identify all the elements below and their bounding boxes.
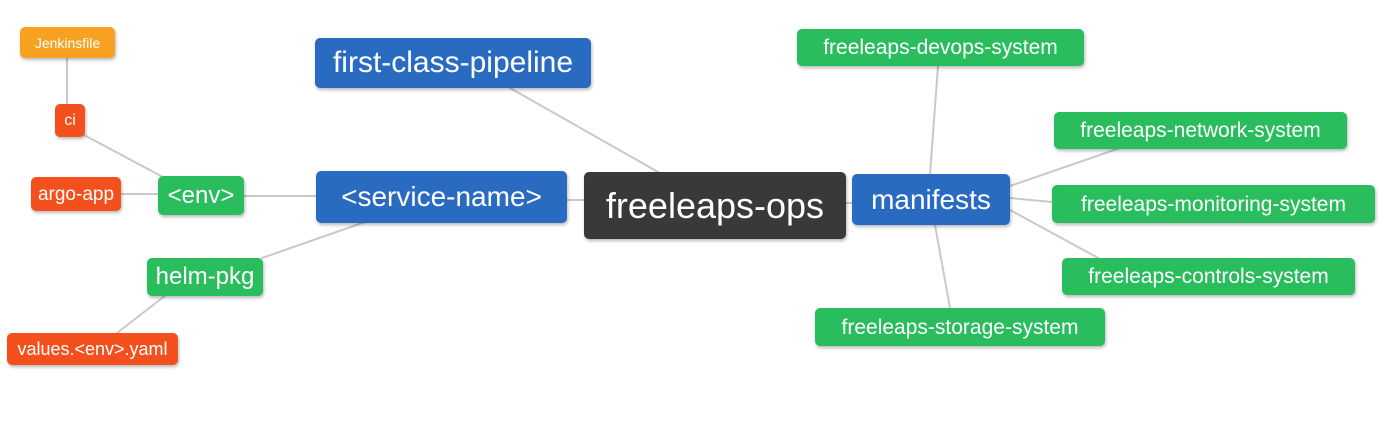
node-freeleaps-ops[interactable]: freeleaps-ops <box>584 172 846 239</box>
node-first-class-pipeline[interactable]: first-class-pipeline <box>315 38 591 88</box>
node-env[interactable]: <env> <box>158 176 244 215</box>
edge-manifests-to-freeleaps-monitoring-system <box>1009 197 1053 203</box>
node-argo-app[interactable]: argo-app <box>31 177 121 211</box>
edge-manifests-to-freeleaps-devops-system <box>929 65 939 175</box>
edge-helm-pkg-to-values-env-yaml <box>116 294 167 334</box>
node-freeleaps-network-system[interactable]: freeleaps-network-system <box>1054 112 1347 149</box>
node-freeleaps-monitoring-system[interactable]: freeleaps-monitoring-system <box>1052 185 1375 223</box>
edge-ci-to-env <box>81 133 164 178</box>
edge-first-class-pipeline-to-freeleaps-ops <box>509 87 659 173</box>
edge-manifests-to-freeleaps-storage-system <box>934 224 951 309</box>
node-service-name[interactable]: <service-name> <box>316 171 567 223</box>
edge-manifests-to-freeleaps-controls-system <box>1009 209 1101 260</box>
node-freeleaps-devops-system[interactable]: freeleaps-devops-system <box>797 29 1084 66</box>
node-values-env-yaml[interactable]: values.<env>.yaml <box>7 333 178 365</box>
node-manifests[interactable]: manifests <box>852 174 1010 225</box>
edge-service-name-to-helm-pkg <box>261 221 366 259</box>
node-ci[interactable]: ci <box>55 104 85 137</box>
node-jenkinsfile[interactable]: Jenkinsfile <box>20 27 115 58</box>
edge-manifests-to-freeleaps-network-system <box>1009 147 1121 187</box>
node-helm-pkg[interactable]: helm-pkg <box>147 258 263 296</box>
node-freeleaps-storage-system[interactable]: freeleaps-storage-system <box>815 308 1105 346</box>
node-freeleaps-controls-system[interactable]: freeleaps-controls-system <box>1062 258 1355 295</box>
